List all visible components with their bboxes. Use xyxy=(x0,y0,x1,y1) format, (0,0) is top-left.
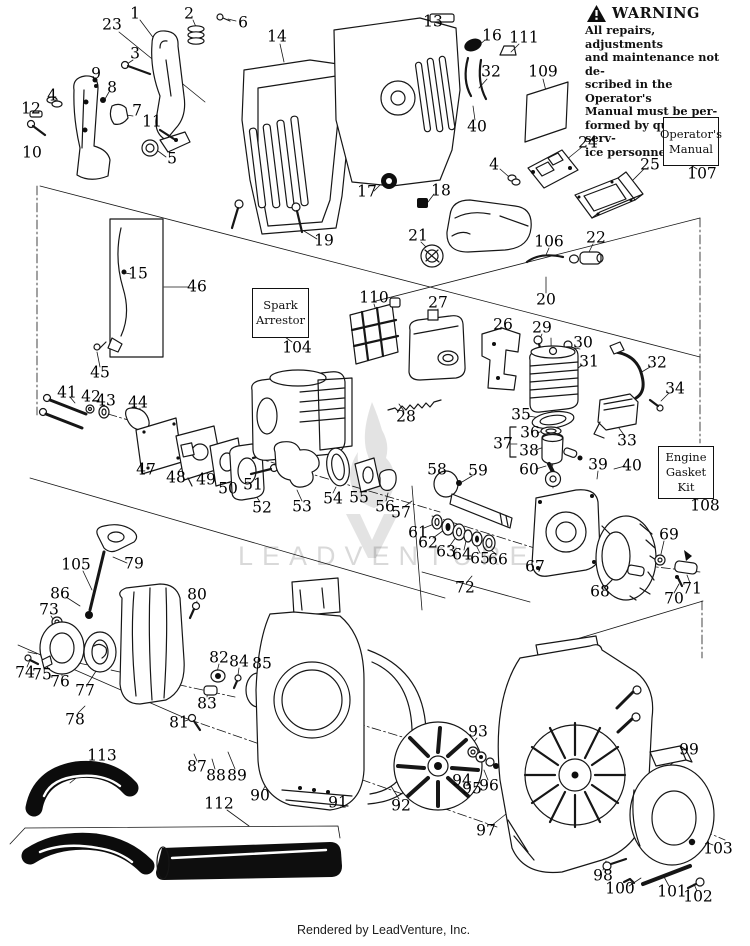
air-filter-assembly xyxy=(507,149,644,219)
engine-gasket-kit-label-box: Engine Gasket Kit xyxy=(658,446,714,499)
muffler-spring xyxy=(387,399,442,412)
carburetor-assembly xyxy=(38,393,281,501)
impeller-fan xyxy=(393,721,483,811)
handle-assembly xyxy=(26,13,231,180)
spark-arrestor-label-box: Spark Arrestor xyxy=(252,288,309,338)
flywheel-fan xyxy=(595,515,698,601)
fan-housing-inner xyxy=(255,577,365,811)
housing-right-half xyxy=(333,13,461,208)
footer-credit: Rendered by LeadVenture, Inc. xyxy=(297,923,471,937)
warning-title: WARNING xyxy=(612,5,700,22)
intake-elbow xyxy=(273,441,397,493)
spark-arrestor-screen xyxy=(349,297,401,365)
crankcase xyxy=(531,489,601,577)
fuel-tank-assembly xyxy=(420,199,604,268)
piston-assembly xyxy=(509,410,583,488)
starter-assembly xyxy=(24,524,271,732)
cover-hardware xyxy=(622,838,705,890)
operators-manual-label-box: Operator's Manual xyxy=(660,117,722,166)
intake-block xyxy=(251,369,353,461)
cylinder xyxy=(529,335,579,413)
throttle-cable-group xyxy=(93,218,164,358)
cylinder-shroud xyxy=(481,327,521,391)
switch-and-wires xyxy=(464,38,517,101)
elbow-tube xyxy=(25,760,139,817)
warning-triangle-icon xyxy=(587,5,606,22)
housing-left-half xyxy=(230,59,353,235)
blower-tube-set xyxy=(9,825,342,880)
crankshaft-assembly xyxy=(431,470,513,552)
blower-housing xyxy=(497,635,654,874)
fan-hardware xyxy=(467,746,499,769)
ignition-coil xyxy=(593,341,664,439)
muffler xyxy=(408,309,466,381)
gasket-sheet xyxy=(524,81,569,143)
